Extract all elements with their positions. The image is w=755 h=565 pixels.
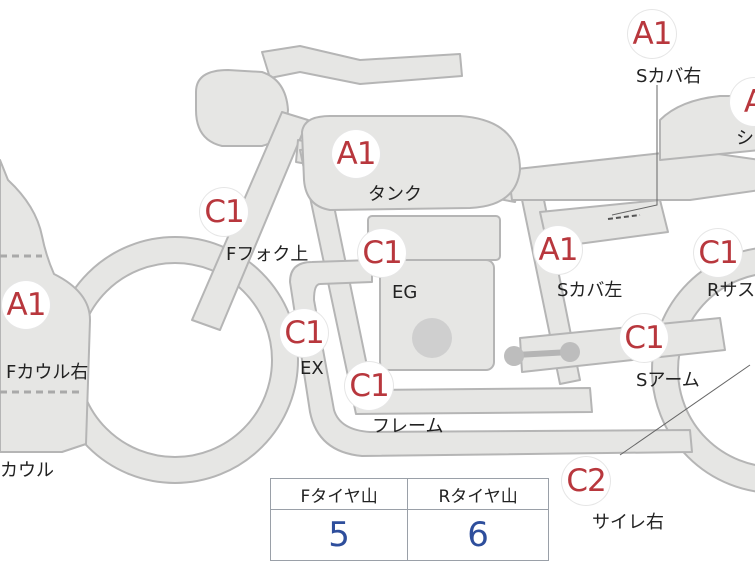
s-cover-right-label: Sカバ右 (636, 66, 702, 87)
seat-label: シ (736, 128, 754, 149)
tank-code[interactable]: A1 (332, 130, 380, 178)
f-cowl-right-label: Fカウル右 (6, 362, 89, 383)
tank-label: タンク (368, 184, 422, 205)
fork-upper-code[interactable]: C1 (200, 188, 248, 236)
front-tire-value: 5 (269, 509, 409, 561)
r-suspension-label: Rサス (707, 280, 755, 301)
f-cowl-left-label: カウル (0, 460, 54, 481)
rear-tire-value: 6 (407, 509, 549, 561)
engine-label: EG (392, 282, 418, 303)
s-cover-right-code[interactable]: A1 (628, 10, 676, 58)
r-suspension-code[interactable]: C1 (694, 229, 742, 277)
f-cowl-right-code[interactable]: A1 (2, 281, 50, 329)
frame-label: フレーム (372, 416, 444, 437)
silencer-right-label: サイレ右 (592, 512, 664, 533)
s-cover-left-label: Sカバ左 (557, 280, 623, 301)
swingarm-code[interactable]: C1 (620, 314, 668, 362)
s-cover-left-code[interactable]: A1 (534, 226, 582, 274)
exhaust-code[interactable]: C1 (280, 309, 328, 357)
swingarm-label: Sアーム (636, 370, 700, 391)
silencer-right-code[interactable]: C2 (562, 457, 610, 505)
rear-tire-header: Rタイヤ山 (407, 478, 549, 510)
fork-upper-label: Fフォク上 (226, 244, 309, 265)
tire-tread-table: Fタイヤ山 Rタイヤ山 5 6 (269, 478, 549, 561)
frame-code[interactable]: C1 (345, 362, 393, 410)
exhaust-label: EX (300, 358, 324, 379)
front-tire-header: Fタイヤ山 (269, 478, 409, 510)
engine-code[interactable]: C1 (358, 229, 406, 277)
